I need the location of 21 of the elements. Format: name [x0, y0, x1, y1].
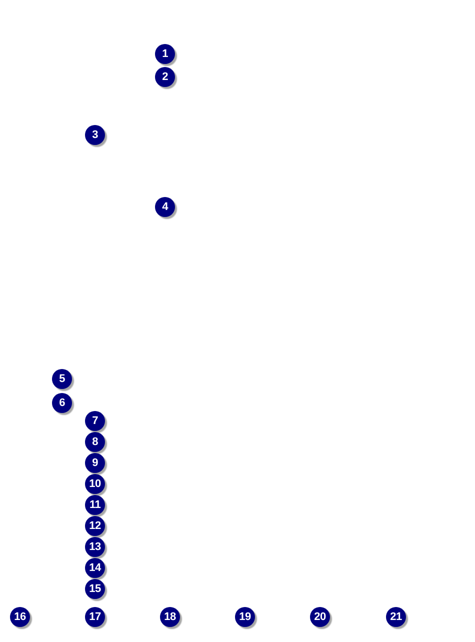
callout-number: 19: [235, 607, 255, 627]
callout-number: 7: [85, 411, 105, 431]
callout-number: 14: [85, 558, 105, 578]
callout-number: 10: [85, 474, 105, 494]
callout-number: 20: [310, 607, 330, 627]
callout-number: 11: [85, 495, 105, 515]
callout-number: 5: [52, 369, 72, 389]
callout-number: 17: [85, 607, 105, 627]
callout-number: 4: [155, 197, 175, 217]
callout-number: 12: [85, 516, 105, 536]
callout-number: 2: [155, 67, 175, 87]
callout-number: 8: [85, 432, 105, 452]
callout-number: 18: [160, 607, 180, 627]
callout-number: 13: [85, 537, 105, 557]
callout-number: 15: [85, 579, 105, 599]
callout-number: 16: [10, 607, 30, 627]
callout-number: 1: [155, 44, 175, 64]
callout-number: 21: [386, 607, 406, 627]
callout-number: 3: [85, 125, 105, 145]
callout-number: 6: [52, 393, 72, 413]
callout-number: 9: [85, 453, 105, 473]
